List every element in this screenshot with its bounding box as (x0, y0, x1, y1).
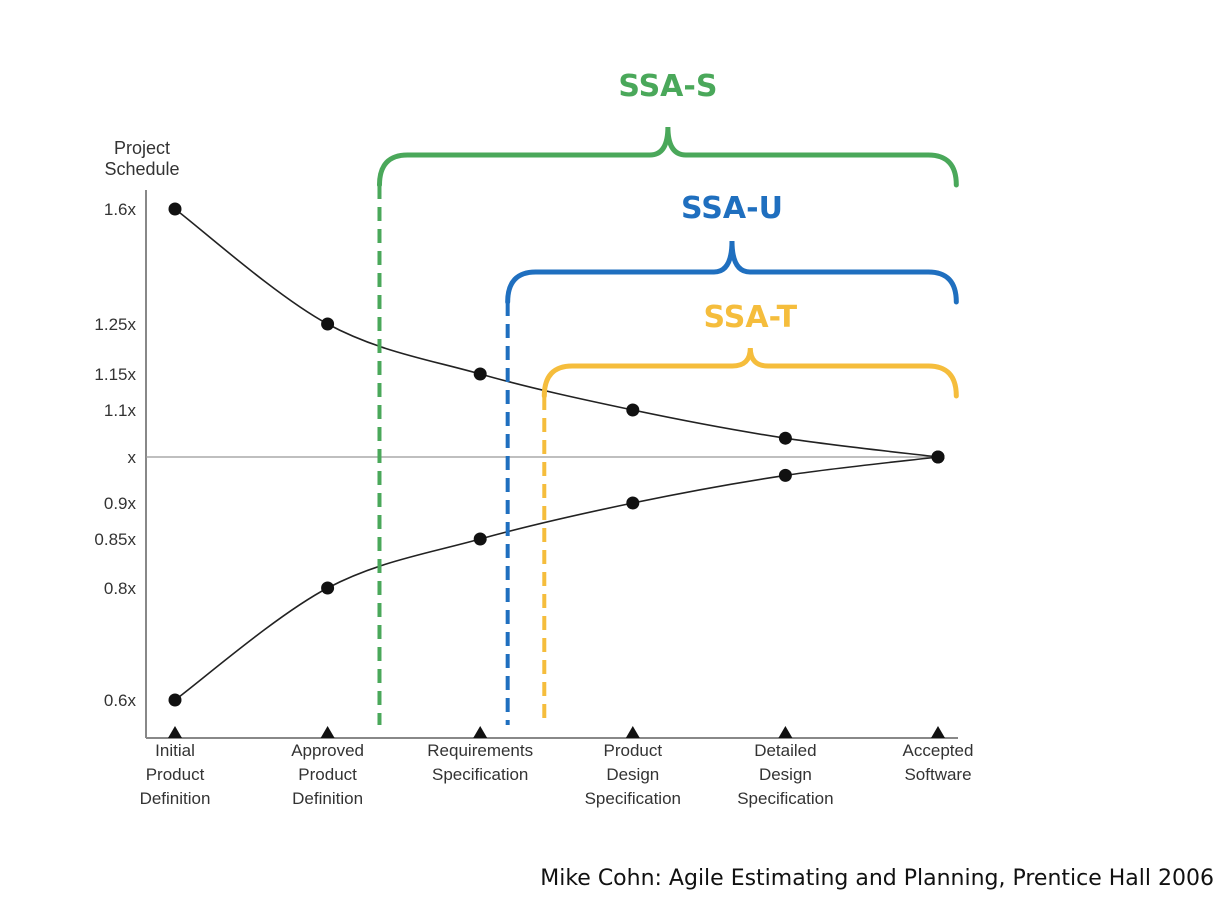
y-tick-label: x (128, 448, 137, 467)
x-category-label-line: Detailed (754, 741, 816, 760)
x-category-label-line: Software (904, 765, 971, 784)
x-category-label-line: Product (146, 765, 205, 784)
series-line (174, 208, 939, 458)
x-category-label-line: Design (759, 765, 812, 784)
data-point (778, 468, 792, 482)
y-tick-label: 0.85x (94, 530, 136, 549)
y-tick-label: 0.8x (104, 579, 137, 598)
y-tick-label: 0.9x (104, 494, 137, 513)
data-point (626, 496, 640, 510)
x-tick-marker (625, 726, 640, 738)
bracket (376, 126, 959, 188)
data-point (473, 367, 487, 381)
y-tick-label: 1.1x (104, 401, 137, 420)
x-category-label-line: Design (606, 765, 659, 784)
curves (168, 202, 945, 707)
data-point (321, 581, 335, 595)
x-category-label-line: Definition (292, 789, 363, 808)
series-line (174, 456, 939, 701)
data-point (931, 450, 945, 464)
x-category-label-line: Accepted (903, 741, 974, 760)
x-category-label-line: Product (298, 765, 357, 784)
brackets (376, 126, 959, 725)
data-point (626, 403, 640, 417)
data-point (473, 532, 487, 546)
x-tick-marker (778, 726, 793, 738)
x-tick-marker (473, 726, 488, 738)
x-category-label-line: Specification (585, 789, 681, 808)
bracket (541, 347, 959, 399)
x-category-label-line: Approved (291, 741, 364, 760)
data-point (321, 317, 335, 331)
y-tick-label: 1.15x (94, 365, 136, 384)
x-category-label-line: Product (604, 741, 663, 760)
x-category-label-line: Definition (140, 789, 211, 808)
bracket-label: SSA-T (704, 300, 798, 335)
data-point (168, 693, 182, 707)
x-tick-marker (168, 726, 182, 738)
y-tick-label: 1.25x (94, 315, 136, 334)
data-point (778, 431, 792, 445)
citation-text: Mike Cohn: Agile Estimating and Planning… (540, 866, 1214, 891)
axes (145, 190, 958, 739)
bracket-label: SSA-S (618, 69, 717, 104)
x-category-label-line: Specification (737, 789, 833, 808)
y-axis-label-line: Project (114, 138, 170, 158)
x-category-label-line: Specification (432, 765, 528, 784)
bracket-label: SSA-U (681, 191, 783, 226)
x-category-label-line: Requirements (427, 741, 533, 760)
x-category-label-line: Initial (155, 741, 195, 760)
y-tick-label: 1.6x (104, 200, 137, 219)
bracket (505, 240, 959, 305)
data-point (168, 202, 182, 216)
x-tick-marker (931, 726, 945, 738)
y-tick-label: 0.6x (104, 691, 137, 710)
y-axis-label-line: Schedule (104, 159, 179, 179)
x-tick-marker (320, 726, 335, 738)
